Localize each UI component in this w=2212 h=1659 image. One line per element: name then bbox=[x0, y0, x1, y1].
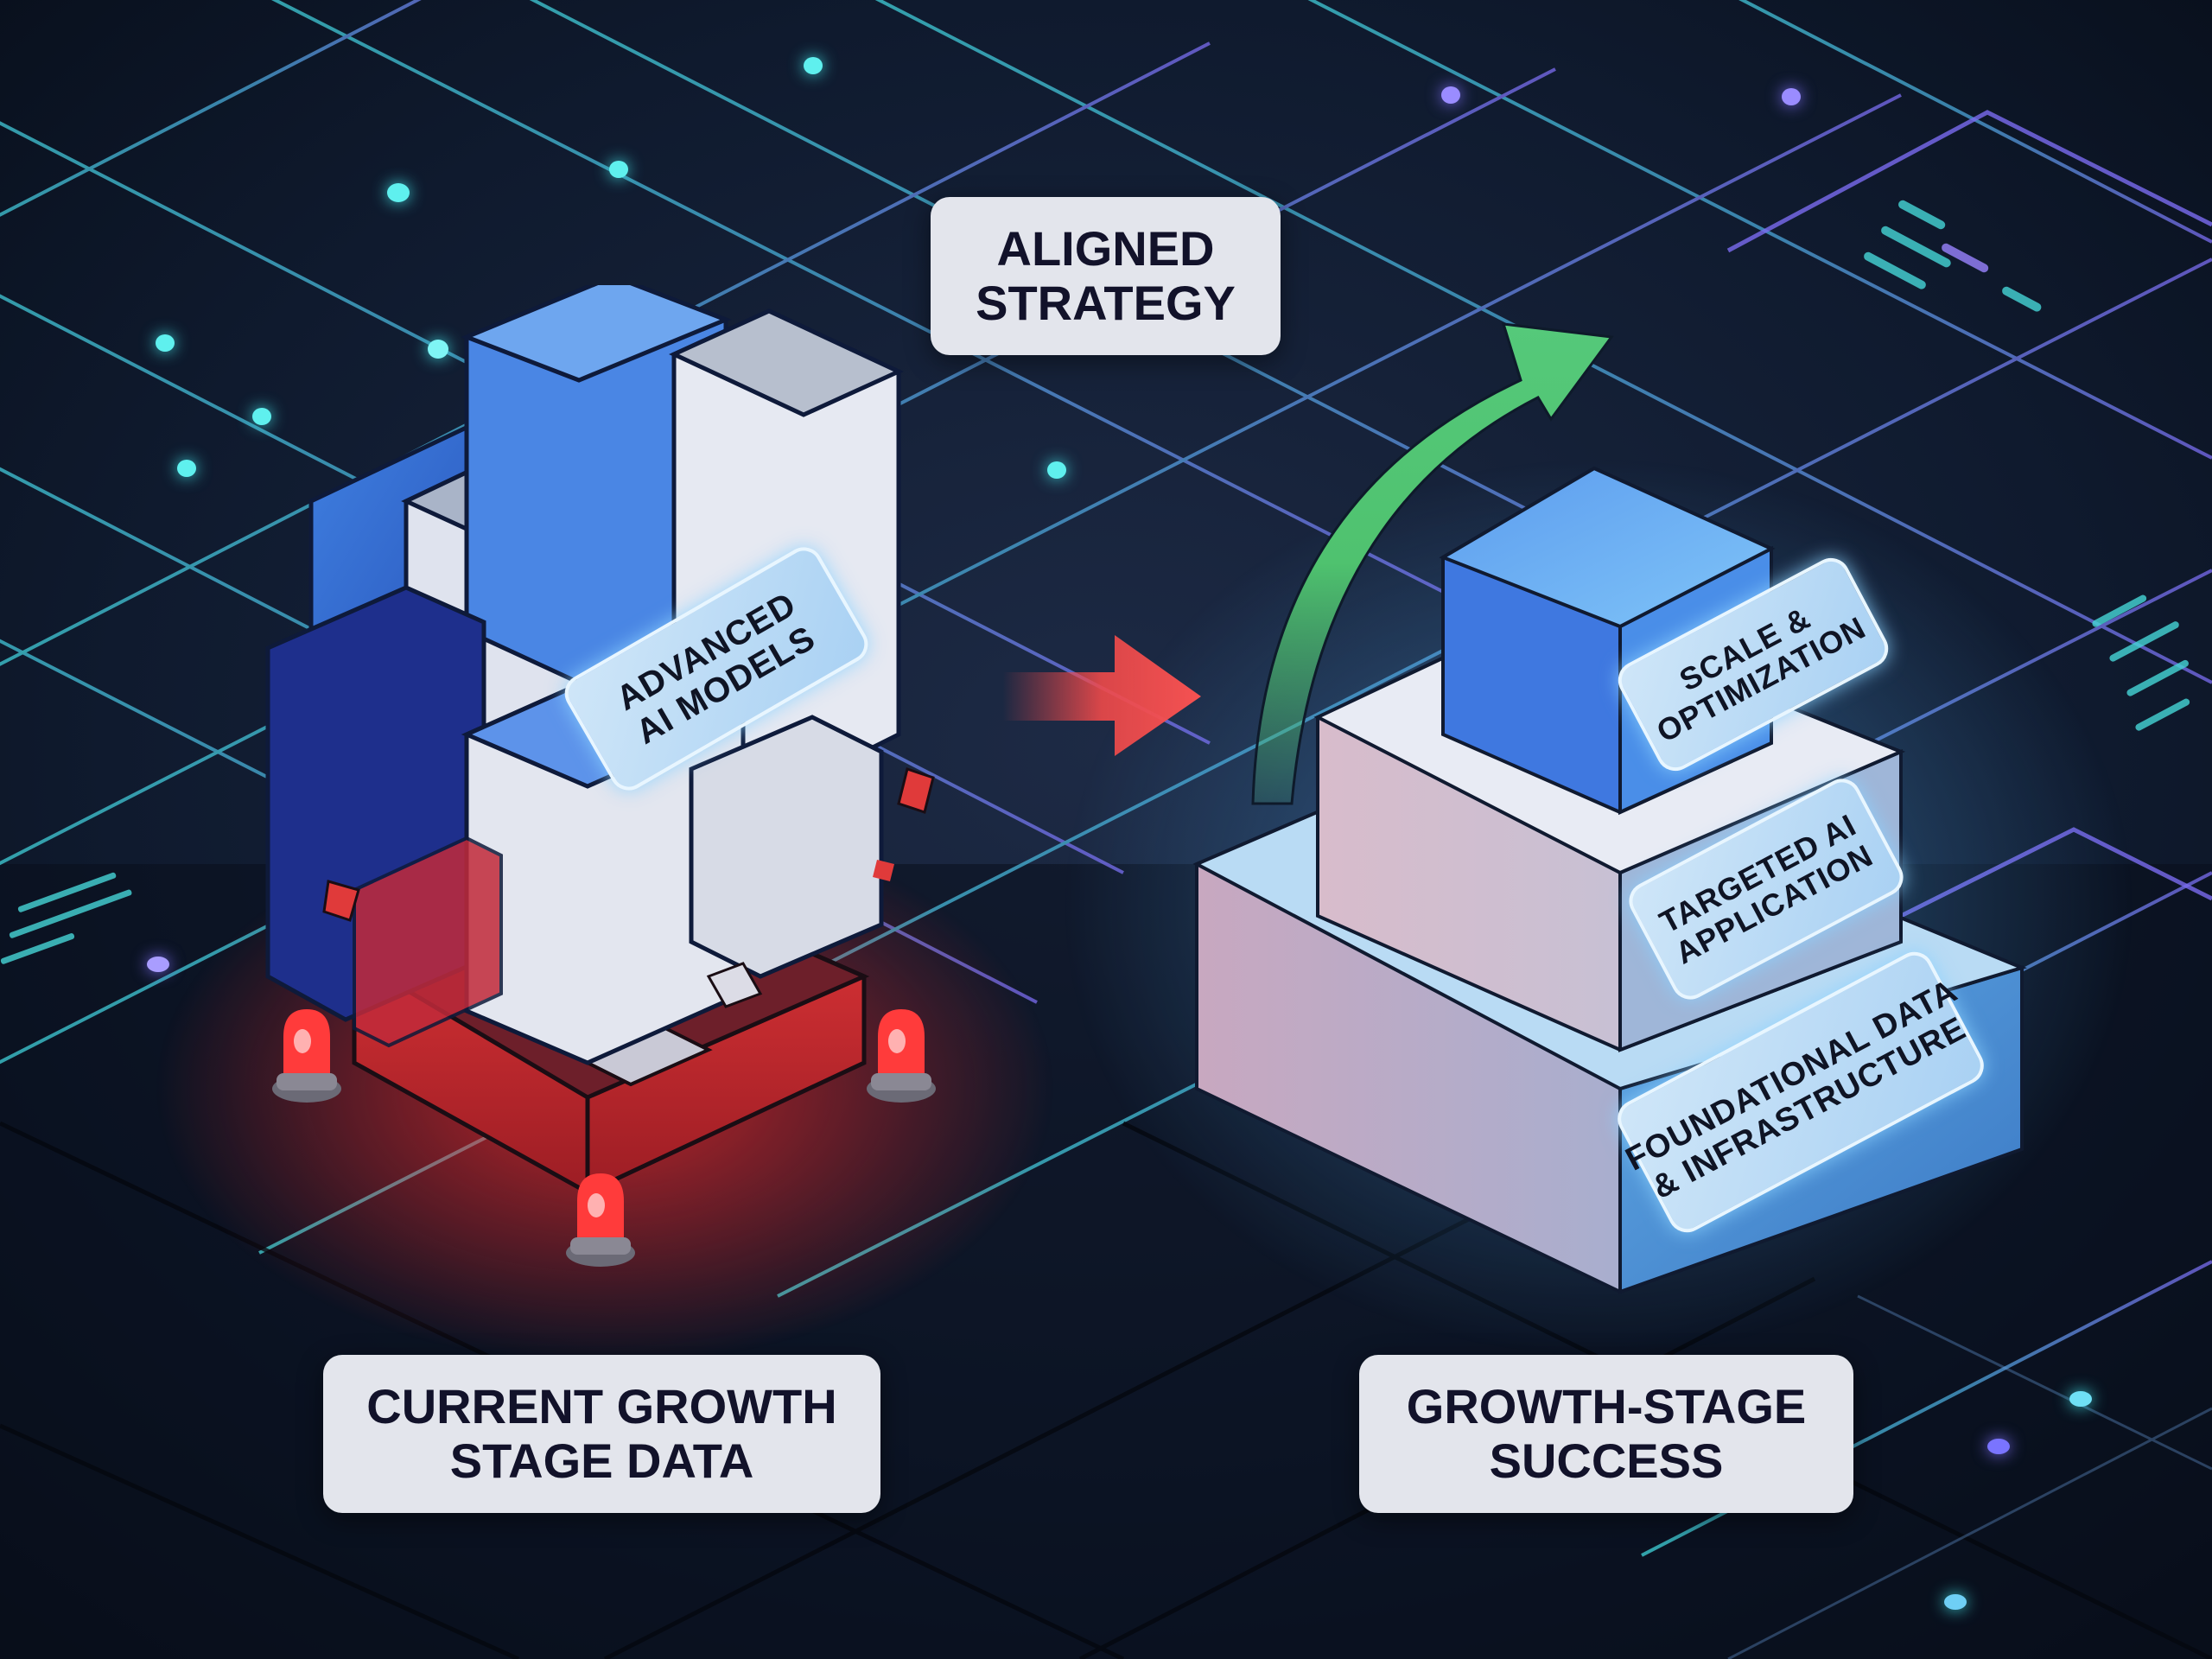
growth-arrow-icon bbox=[1251, 322, 1614, 805]
grid-node bbox=[1944, 1594, 1967, 1610]
grid-node bbox=[2069, 1391, 2092, 1407]
alert-light-icon bbox=[566, 1173, 635, 1267]
grid-node bbox=[156, 334, 175, 352]
unstable-cube-structure bbox=[265, 285, 935, 1195]
current-growth-stage-label: CURRENT GROWTH STAGE DATA bbox=[323, 1355, 880, 1513]
label-line-2: SUCCESS bbox=[1489, 1433, 1724, 1488]
grid-node bbox=[387, 183, 410, 202]
success-pyramid bbox=[1192, 466, 2027, 1294]
label-line-2: STRATEGY bbox=[976, 275, 1236, 330]
grid-node bbox=[1987, 1439, 2010, 1454]
grid-node bbox=[804, 57, 823, 74]
transition-arrow-icon bbox=[1002, 635, 1201, 756]
grid-node bbox=[147, 957, 169, 972]
grid-node bbox=[1047, 461, 1066, 479]
grid-node bbox=[609, 161, 628, 178]
grid-node bbox=[1782, 88, 1801, 105]
label-line-1: GROWTH-STAGE bbox=[1406, 1378, 1807, 1433]
growth-stage-success-label: GROWTH-STAGE SUCCESS bbox=[1359, 1355, 1853, 1513]
grid-node bbox=[177, 460, 196, 477]
label-line-1: ALIGNED bbox=[996, 220, 1215, 276]
grid-node bbox=[428, 340, 448, 359]
grid-node bbox=[252, 408, 271, 425]
aligned-strategy-label: ALIGNED STRATEGY bbox=[931, 197, 1281, 355]
label-line-1: CURRENT GROWTH bbox=[366, 1378, 837, 1433]
label-line-2: STAGE DATA bbox=[449, 1433, 754, 1488]
alert-light-icon bbox=[867, 1009, 936, 1103]
grid-node bbox=[1441, 86, 1460, 104]
alert-light-icon bbox=[272, 1009, 341, 1103]
